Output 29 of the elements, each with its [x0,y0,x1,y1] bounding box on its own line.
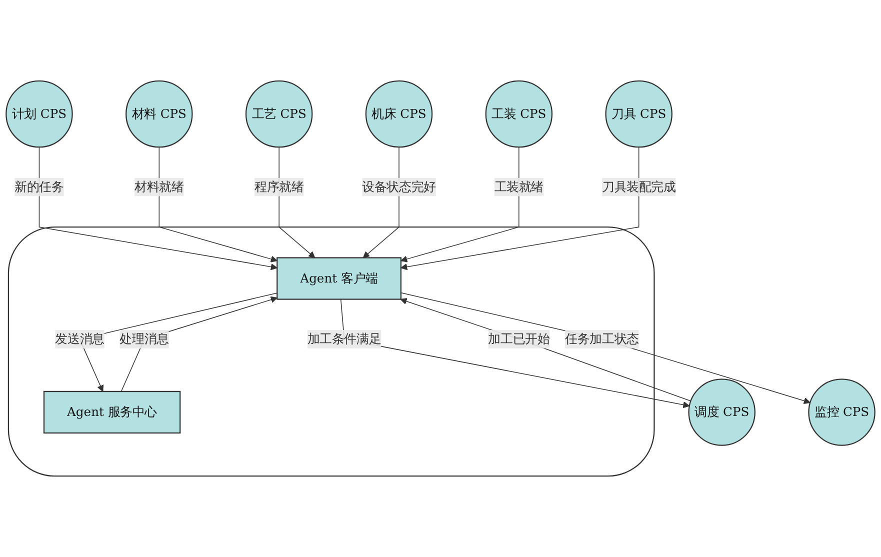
edge-label: 新的任务 [14,179,64,194]
node-circle: 工艺 CPS [245,80,313,148]
arrow [38,146,278,270]
edge-label: 处理消息 [120,332,169,346]
edge-label: 程序就绪 [254,179,304,194]
arrow [400,146,640,270]
cluster [8,226,655,477]
node-circle: 刀具 CPS [605,80,672,148]
node-box: Agent 服务中心 [43,390,181,434]
arrow [158,146,278,262]
node-circle: 监控 CPS [808,378,876,446]
edge-label: 发送消息 [55,332,104,346]
arrow [400,298,692,402]
edge-label: 工装就绪 [494,179,544,194]
edge-label: 材料就绪 [134,179,184,194]
edge-label: 加工条件满足 [307,332,382,346]
edge-label: 任务加工状态 [565,332,639,346]
edge-label: 刀具装配完成 [602,179,676,194]
arrow [400,292,810,404]
arrow [340,298,690,408]
node-circle: 机床 CPS [365,80,433,148]
node-circle: 计划 CPS [6,80,73,148]
edge-label: 加工已开始 [488,332,550,346]
node-circle: 调度 CPS [688,378,756,446]
node-circle: 材料 CPS [126,80,193,148]
edge-label: 设备状态完好 [362,179,436,194]
node-circle: 工装 CPS [485,80,553,148]
node-box: Agent 客户端 [276,257,402,300]
arrow [400,146,520,262]
